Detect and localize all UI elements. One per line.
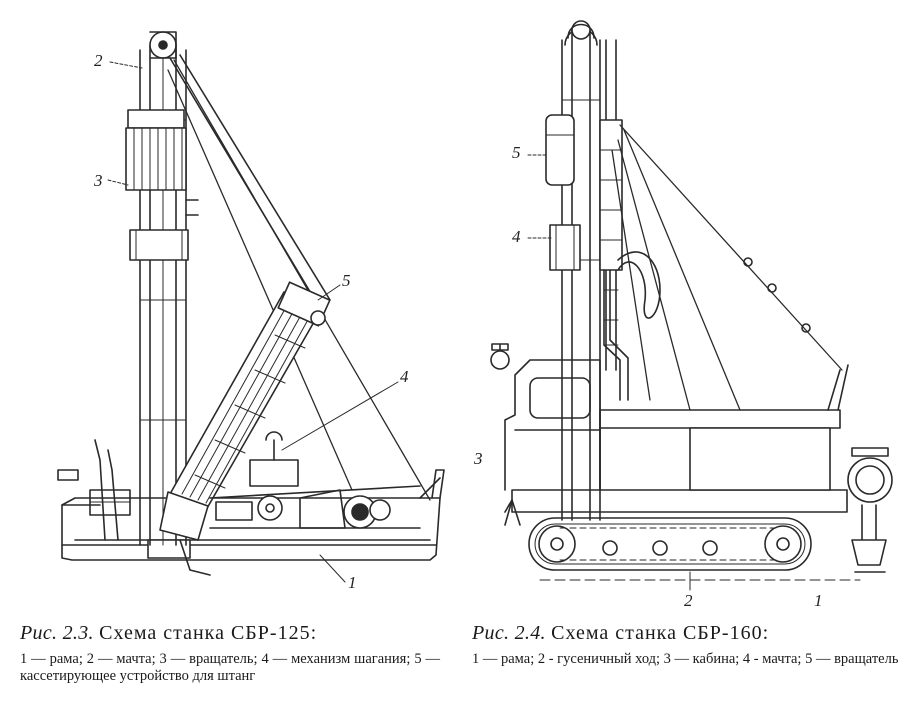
figure-label: Рис. 2.3. bbox=[20, 622, 94, 644]
cabin bbox=[491, 344, 600, 490]
frame-platform bbox=[505, 365, 848, 525]
caption-title: Рис. 2.4. Схема станка СБР-160: bbox=[472, 622, 912, 645]
rod-cassette bbox=[160, 282, 330, 540]
callout-left-5: 5 bbox=[342, 271, 351, 290]
caption-legend: 1 — рама; 2 - гусеничный ход; 3 — кабина… bbox=[472, 651, 899, 667]
figure-label: Рис. 2.4. bbox=[472, 622, 546, 644]
callout-left-3: 3 bbox=[93, 171, 103, 190]
machine-sbr-160 bbox=[491, 21, 892, 580]
inclined-brace bbox=[168, 55, 430, 500]
crawler-track bbox=[529, 518, 811, 570]
headlamp-and-jack bbox=[848, 448, 892, 572]
mast-stays bbox=[612, 125, 842, 410]
callout-right-5: 5 bbox=[512, 143, 521, 162]
technical-drawings: 2 3 5 4 1 5 4 3 2 1 bbox=[0, 0, 922, 610]
caption-legend: 1 — рама; 2 — мачта; 3 — вращатель; 4 — … bbox=[20, 651, 440, 684]
control-levers bbox=[90, 440, 210, 575]
callout-right-2: 2 bbox=[684, 591, 693, 610]
rotator bbox=[546, 115, 622, 270]
rotator bbox=[126, 110, 198, 260]
mast-column bbox=[140, 32, 186, 545]
caption-title: Рис. 2.3. Схема станка СБР-125: bbox=[20, 622, 440, 645]
caption-sbr-160: Рис. 2.4. Схема станка СБР-160: 1 — рама… bbox=[472, 622, 912, 668]
walking-mechanism bbox=[210, 432, 420, 528]
callout-left-2: 2 bbox=[94, 51, 103, 70]
leader-lines bbox=[108, 62, 690, 590]
callout-right-1: 1 bbox=[814, 591, 823, 610]
machine-sbr-125 bbox=[58, 32, 444, 575]
hydraulic-hoses bbox=[604, 252, 660, 400]
callout-right-4: 4 bbox=[512, 227, 521, 246]
figure-title: Схема станка СБР-160: bbox=[551, 622, 770, 644]
frame-base bbox=[58, 470, 444, 560]
caption-sbr-125: Рис. 2.3. Схема станка СБР-125: 1 — рама… bbox=[20, 622, 440, 685]
callout-right-3: 3 bbox=[473, 449, 483, 468]
callout-left-1: 1 bbox=[348, 573, 357, 592]
figure-title: Схема станка СБР-125: bbox=[99, 622, 318, 644]
callout-left-4: 4 bbox=[400, 367, 409, 386]
